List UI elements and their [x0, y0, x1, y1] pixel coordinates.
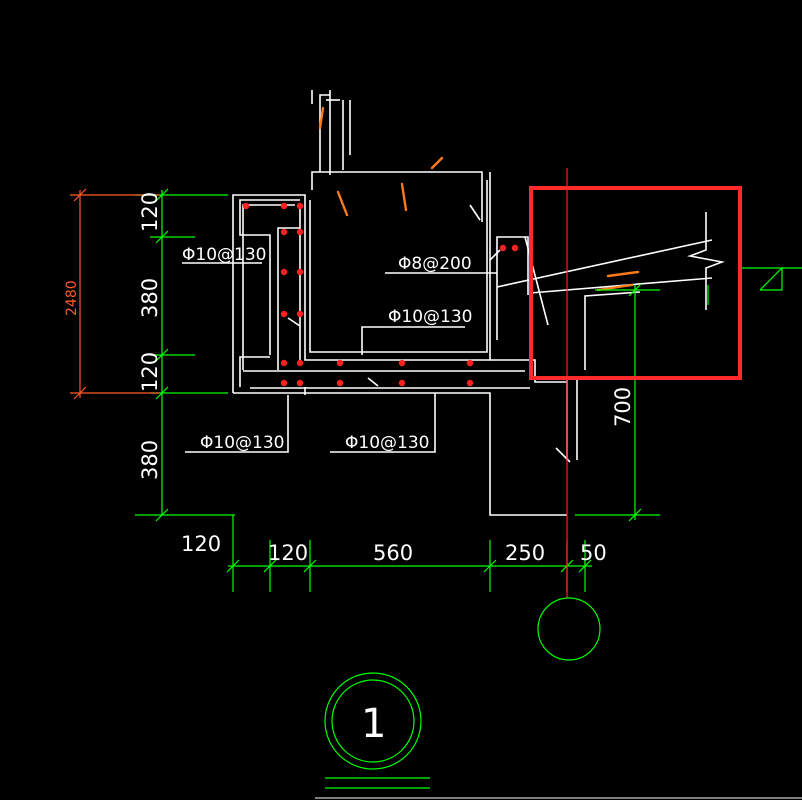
rebar-dot — [280, 379, 288, 387]
rebar-dot — [296, 268, 304, 276]
rebar-dot — [499, 244, 507, 252]
rebar-dot — [296, 359, 304, 367]
detail-number: 1 — [361, 701, 386, 747]
axis-bubble — [537, 597, 601, 661]
rebar-dot — [296, 228, 304, 236]
right-dimension — [575, 266, 802, 522]
dim-left-2: 380 — [138, 278, 162, 318]
rebar-dot — [280, 202, 288, 210]
rebar-dots — [242, 202, 519, 387]
dim-bottom-1: 120 — [181, 532, 221, 556]
rebar-dot — [296, 310, 304, 318]
rebar-label-beam-left: Φ10@130 — [200, 433, 284, 453]
dim-left-4: 380 — [138, 440, 162, 480]
concrete-outline — [232, 90, 725, 516]
dim-right: 700 — [611, 387, 635, 427]
rebar-dot — [336, 359, 344, 367]
dim-left-3: 120 — [138, 352, 162, 392]
rebar-dot — [511, 244, 519, 252]
left-dimension-chain — [135, 188, 235, 522]
rebar-dot — [398, 359, 406, 367]
rebar-dot — [296, 379, 304, 387]
rebar-dot — [466, 379, 474, 387]
bottom-dimension-texts: 120 120 560 250 50 — [181, 532, 607, 565]
dim-bottom-3: 560 — [373, 541, 413, 565]
detail-marker: 1 — [315, 672, 802, 799]
dim-left-1: 120 — [138, 192, 162, 232]
leader-lines — [182, 262, 497, 453]
rebar-dot — [280, 310, 288, 318]
rebar-dot — [466, 359, 474, 367]
rebar-label-slab-top: Φ10@130 — [388, 307, 472, 327]
dim-bottom-5: 50 — [580, 541, 607, 565]
rebar-label-beam-right: Φ10@130 — [345, 433, 429, 453]
dim-bottom-4: 250 — [505, 541, 545, 565]
rebar-dot — [336, 379, 344, 387]
rebar-label-ledge: Φ8@200 — [398, 254, 472, 274]
overall-dimension-label: 2480 — [64, 280, 80, 316]
highlight-box — [529, 186, 742, 380]
rebar-dot — [280, 359, 288, 367]
rebar-dot — [398, 379, 406, 387]
hand-marks — [318, 106, 640, 292]
rebar-texts: Φ10@130 Φ8@200 Φ10@130 Φ10@130 Φ10@130 — [182, 245, 472, 453]
rebar-dot — [296, 202, 304, 210]
rebar-label-wall: Φ10@130 — [182, 245, 266, 265]
overall-dimension — [70, 188, 160, 400]
rebar-dot — [280, 228, 288, 236]
dim-bottom-2: 120 — [268, 541, 308, 565]
rebar-dot — [242, 202, 250, 210]
rebar-dot — [280, 268, 288, 276]
left-dimension-texts: 120 380 120 380 — [138, 192, 162, 480]
